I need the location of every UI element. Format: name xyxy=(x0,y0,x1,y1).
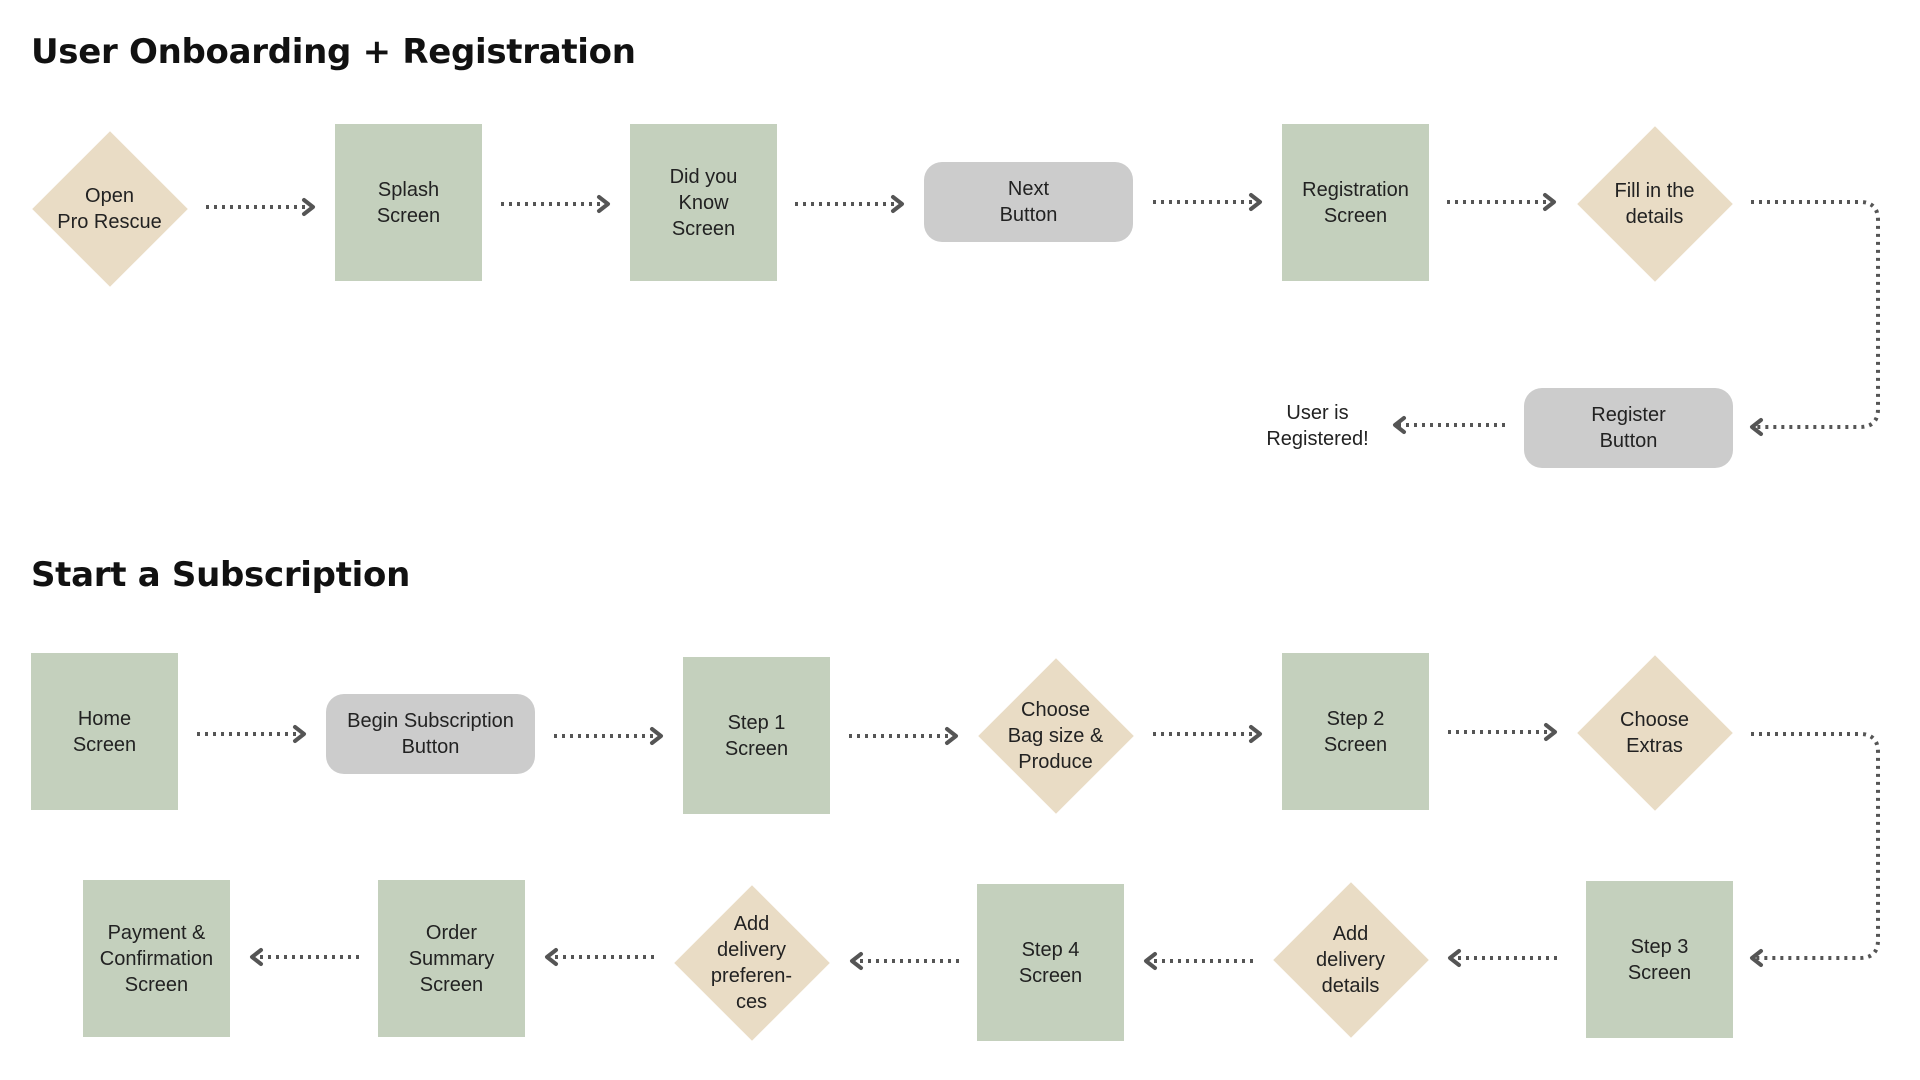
node-label: Begin Subscription Button xyxy=(347,710,514,758)
connector-open-to-splash xyxy=(206,198,315,216)
node-label: Add delivery preferen- ces xyxy=(710,912,793,1013)
node-label: Choose Extras xyxy=(1620,708,1689,757)
node-label: Payment & Confirmation Screen xyxy=(99,921,214,996)
node-label: Next Button xyxy=(999,178,1058,226)
connector-register-to-registered xyxy=(1393,416,1505,434)
screen-home: Home Screen xyxy=(31,653,178,810)
section-title-subscription: Start a Subscription xyxy=(31,555,410,595)
connector-registration-to-fill xyxy=(1447,193,1556,211)
decision-choose-extras: Choose Extras xyxy=(1576,654,1733,811)
screen-splash: Splash Screen xyxy=(335,124,482,281)
connector-extras-to-step3 xyxy=(1750,732,1880,967)
connector-bag-to-step2 xyxy=(1153,725,1262,743)
connector-fill-to-register xyxy=(1750,200,1880,436)
decision-fill-details: Fill in the details xyxy=(1576,125,1733,282)
button-next: Next Button xyxy=(924,162,1133,242)
node-label: Registration Screen xyxy=(1302,178,1409,227)
connector-step1-to-bag xyxy=(849,727,958,745)
connector-didyouknow-to-next xyxy=(795,195,904,213)
node-label: Step 2 Screen xyxy=(1323,707,1388,756)
connector-begin-to-step1 xyxy=(554,727,663,745)
screen-order-summary: Order Summary Screen xyxy=(378,880,525,1037)
decision-add-delivery-details: Add delivery details xyxy=(1272,881,1429,1038)
node-label: Add delivery details xyxy=(1316,922,1385,997)
node-label: Register Button xyxy=(1591,404,1666,452)
node-label: Step 4 Screen xyxy=(1018,938,1083,987)
button-begin-subscription: Begin Subscription Button xyxy=(326,694,535,774)
node-label: Home Screen xyxy=(72,707,137,756)
node-label: Fill in the details xyxy=(1614,179,1695,228)
screen-step-2: Step 2 Screen xyxy=(1282,653,1429,810)
screen-step-1: Step 1 Screen xyxy=(683,657,830,814)
result-user-registered: User is Registered! xyxy=(1245,396,1390,456)
screen-step-3: Step 3 Screen xyxy=(1586,881,1733,1038)
node-label: Step 1 Screen xyxy=(724,711,789,760)
node-label: User is Registered! xyxy=(1266,402,1369,450)
screen-registration: Registration Screen xyxy=(1282,124,1429,281)
connector-preferences-to-summary xyxy=(545,948,654,966)
node-label: Order Summary Screen xyxy=(408,921,495,996)
node-label: Open Pro Rescue xyxy=(57,184,162,233)
connector-step3-to-delivery-details xyxy=(1448,949,1557,967)
connector-next-to-registration xyxy=(1153,193,1262,211)
decision-add-delivery-preferences: Add delivery preferen- ces xyxy=(673,884,830,1041)
decision-choose-bag-size: Choose Bag size & Produce xyxy=(977,657,1134,814)
node-label: Choose Bag size & Produce xyxy=(1007,698,1104,773)
connector-step2-to-extras xyxy=(1448,723,1557,741)
button-register: Register Button xyxy=(1524,388,1733,468)
decision-open-pro-rescue: Open Pro Rescue xyxy=(31,130,188,287)
screen-step-4: Step 4 Screen xyxy=(977,884,1124,1041)
connector-summary-to-payment xyxy=(250,948,359,966)
connector-step4-to-preferences xyxy=(850,952,959,970)
section-title-onboarding: User Onboarding + Registration xyxy=(31,32,636,72)
screen-did-you-know: Did you Know Screen xyxy=(630,124,777,281)
connector-splash-to-didyouknow xyxy=(501,195,610,213)
node-label: Splash Screen xyxy=(376,178,441,227)
connector-delivery-details-to-step4 xyxy=(1144,952,1253,970)
connector-home-to-begin xyxy=(197,725,306,743)
screen-payment-confirmation: Payment & Confirmation Screen xyxy=(83,880,230,1037)
node-label: Did you Know Screen xyxy=(669,165,738,240)
node-label: Step 3 Screen xyxy=(1627,935,1692,984)
